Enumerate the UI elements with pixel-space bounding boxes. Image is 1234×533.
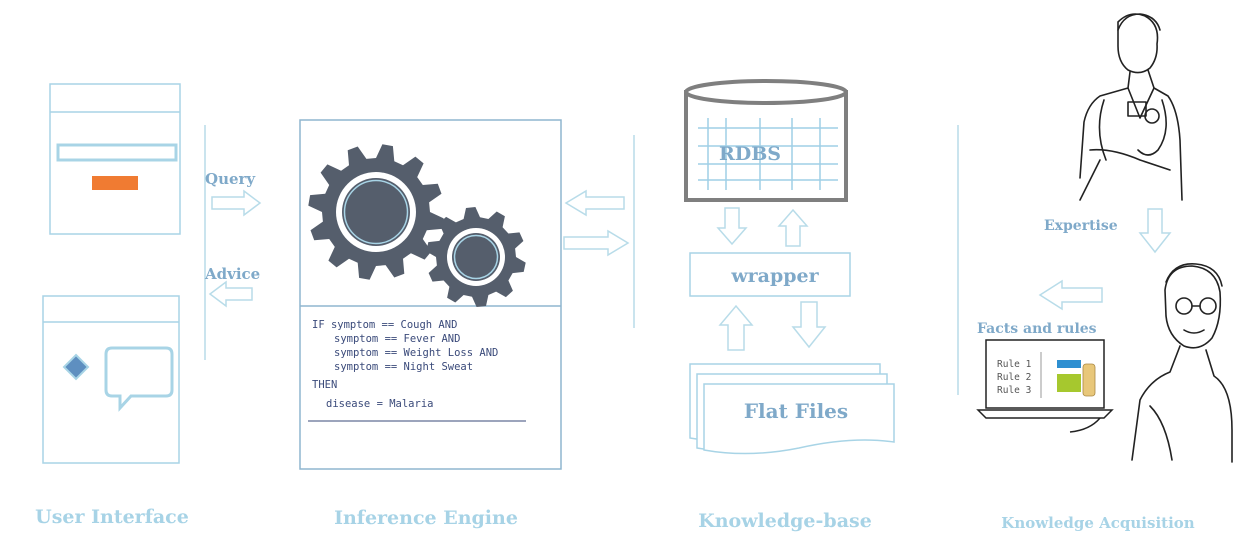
doctor-figure: [1079, 13, 1183, 201]
rule-text-block: IF symptom == Cough AND symptom == Fever…: [312, 319, 498, 410]
section-title-inference-engine: Inference Engine: [334, 507, 518, 529]
kb-to-engine-arrow: [564, 189, 625, 217]
screen-bar-blue: [1057, 360, 1081, 368]
screen-bar-green: [1057, 374, 1081, 392]
rule-line: IF symptom == Cough AND: [312, 319, 457, 331]
engineer-figure: [1131, 263, 1233, 463]
screen-bar-yellow: [1082, 363, 1096, 397]
flat-files-label: Flat Files: [744, 399, 848, 423]
laptop-rule: Rule 3: [997, 385, 1031, 396]
laptop-rule: Rule 1: [997, 359, 1032, 370]
engine-to-kb-arrow: [563, 229, 630, 257]
section-title-knowledge-base: Knowledge-base: [698, 510, 872, 532]
rdbs-up-arrow: [777, 208, 809, 247]
rdbs-grid: [698, 118, 838, 190]
advice-label: Advice: [204, 265, 260, 283]
wrapper-label: wrapper: [730, 265, 819, 287]
expertise-label: Expertise: [1044, 218, 1118, 234]
expertise-down-arrow: [1138, 208, 1172, 254]
section-title-knowledge-acquisition: Knowledge Acquisition: [1001, 514, 1194, 532]
laptop-graphic: Rule 1 Rule 2 Rule 3: [976, 339, 1114, 433]
rule-line: symptom == Fever AND: [334, 333, 460, 345]
flat-files-stack: Flat Files: [689, 363, 895, 455]
rule-line: symptom == Night Sweat: [334, 361, 473, 373]
query-input-field: [56, 143, 178, 162]
rule-line: symptom == Weight Loss AND: [334, 347, 498, 359]
wrapper-box: [689, 252, 851, 297]
speech-bubble-icon: [104, 346, 174, 412]
rule-line: THEN: [312, 379, 337, 391]
laptop-rule: Rule 2: [997, 372, 1031, 383]
wrapper-down-arrow: [791, 301, 827, 349]
query-window: [49, 83, 181, 235]
section-title-user-interface: User Interface: [35, 506, 189, 528]
submit-button-graphic: [92, 176, 138, 190]
diamond-icon: [62, 353, 90, 381]
advice-arrow-left: [208, 280, 253, 308]
facts-and-rules-label: Facts and rules: [977, 321, 1097, 337]
rule-line: disease = Malaria: [326, 398, 433, 410]
large-gear-icon: [308, 144, 444, 280]
rdbs-label: RDBS: [719, 143, 781, 165]
rdbs-down-arrow: [716, 207, 748, 246]
flatfiles-up-arrow: [718, 304, 754, 351]
query-arrow-right: [211, 189, 262, 217]
advice-window: [42, 295, 180, 464]
facts-left-arrow: [1038, 279, 1103, 311]
rdbs-database: RDBS: [684, 79, 848, 202]
query-label: Query: [205, 170, 256, 188]
small-gear-icon: [426, 207, 526, 307]
